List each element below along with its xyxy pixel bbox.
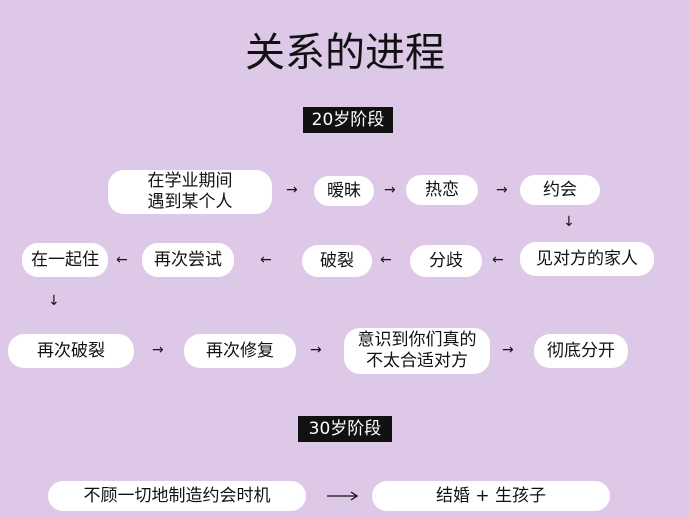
node-study-meet-line2: 遇到某个人: [147, 192, 233, 212]
arrow-right-6: →: [502, 342, 514, 358]
arrow-left-2: ←: [260, 252, 272, 268]
node-breakup: 破裂: [302, 245, 372, 277]
node-disagreement: 分歧: [410, 245, 482, 277]
arrow-left-4: ←: [492, 252, 504, 268]
node-study-meet: 在学业期间 遇到某个人: [108, 170, 272, 214]
arrow-right-2: →: [384, 182, 396, 198]
arrow-right-4: →: [152, 342, 164, 358]
stage-30-badge: 30岁阶段: [298, 416, 392, 442]
node-realize-line1: 意识到你们真的: [357, 330, 477, 350]
arrow-left-3: ←: [380, 252, 392, 268]
node-ambiguous: 暧昧: [314, 176, 374, 206]
node-meet-family: 见对方的家人: [520, 242, 654, 276]
node-study-meet-line1: 在学业期间: [147, 171, 233, 191]
node-in-love: 热恋: [406, 175, 478, 205]
arrow-down-1: ↓: [563, 214, 575, 230]
node-live-together: 在一起住: [22, 243, 108, 277]
arrow-left-1: ←: [116, 252, 128, 268]
page-title: 关系的进程: [245, 30, 445, 76]
arrow-down-2: ↓: [48, 293, 60, 309]
node-dating: 约会: [520, 175, 600, 205]
node-break-again: 再次破裂: [8, 334, 134, 368]
node-realize-line2: 不太合适对方: [366, 351, 468, 371]
node-marry-kids: 结婚 + 生孩子: [372, 481, 610, 511]
node-repair-again: 再次修复: [184, 334, 296, 368]
arrow-right-long: [327, 491, 359, 501]
stage-20-badge: 20岁阶段: [303, 107, 393, 133]
node-realize: 意识到你们真的 不太合适对方: [344, 328, 490, 374]
node-arrange-dates: 不顾一切地制造约会时机: [48, 481, 306, 511]
arrow-right-5: →: [310, 342, 322, 358]
arrow-right-3: →: [496, 182, 508, 198]
node-split-up: 彻底分开: [534, 334, 628, 368]
arrow-right-1: →: [286, 182, 298, 198]
node-try-again: 再次尝试: [142, 243, 234, 277]
